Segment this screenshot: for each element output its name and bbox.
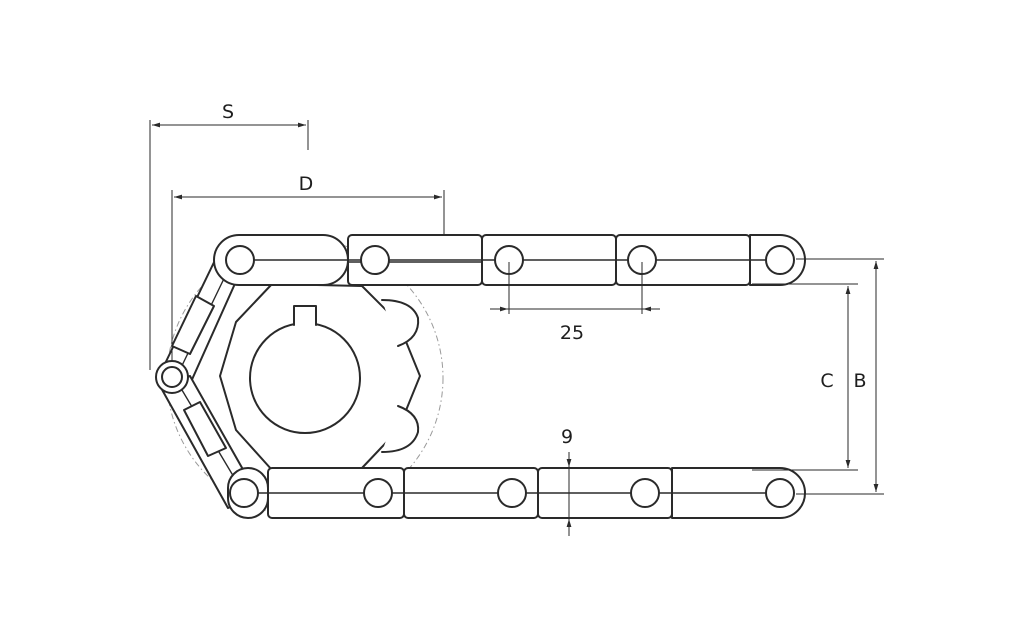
dimension-pitch: 25 [490, 262, 660, 344]
dimension-s: S [149, 101, 309, 370]
dimension-thickness: 9 [561, 426, 573, 536]
chain-upper-run [213, 234, 806, 286]
sprocket [219, 283, 421, 471]
label-d: D [299, 173, 314, 195]
label-b: B [853, 370, 866, 392]
label-s: S [222, 101, 234, 123]
bore-circle [249, 322, 361, 434]
keyway [293, 305, 317, 326]
label-pitch: 25 [560, 322, 584, 344]
chain-lower-run [227, 467, 806, 519]
dimension-c: C [752, 283, 858, 471]
label-thickness: 9 [561, 426, 573, 448]
dimension-b: B [796, 258, 884, 495]
label-c: C [820, 370, 833, 392]
dimension-d: D [171, 173, 445, 362]
